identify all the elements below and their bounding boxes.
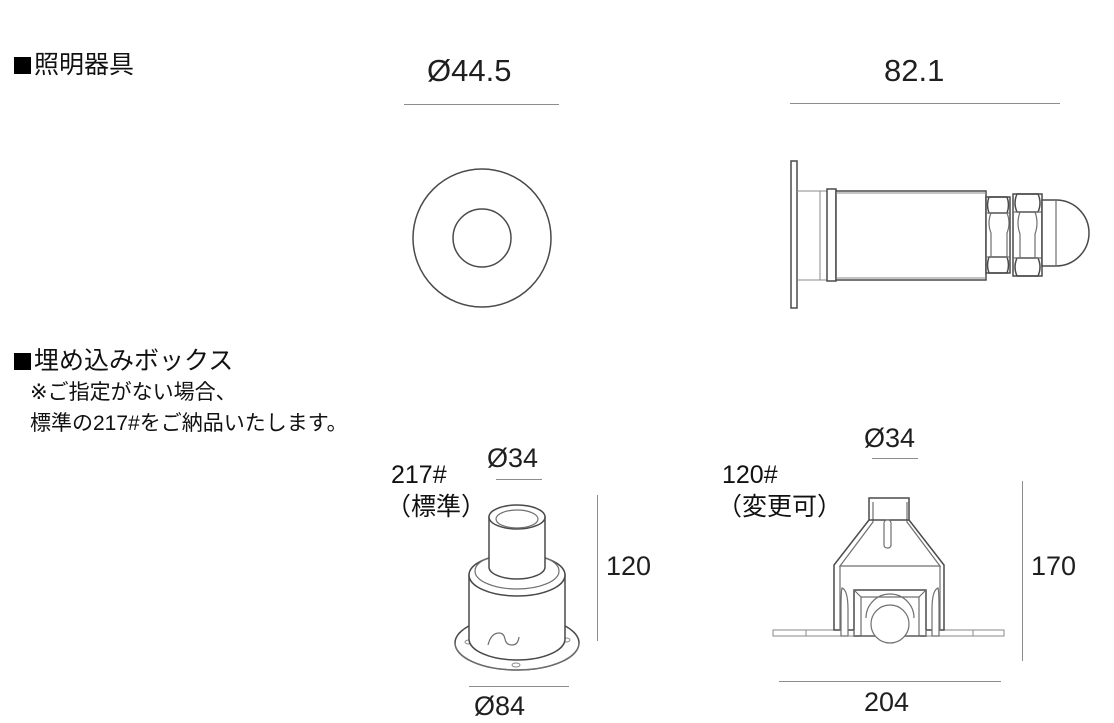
box-217-part-note: （標準）	[386, 493, 487, 521]
square-bullet-icon	[14, 57, 31, 74]
box-217-drawing	[440, 495, 600, 685]
fixture-front-drawing	[404, 158, 564, 318]
box-120-bottom-dimension-line	[779, 681, 1001, 682]
box-120-top-dimension-line	[872, 458, 918, 459]
box-217-height-dimension: 120	[606, 551, 652, 581]
box-120-height-dimension-line	[1022, 481, 1023, 661]
box-120-drawing	[770, 478, 1010, 668]
embedded-box-note-line-1: ※ご指定がない場合、	[30, 381, 237, 404]
fixture-side-top-dimension: 82.1	[884, 53, 945, 88]
box-217-bottom-dimension-line	[469, 686, 569, 687]
embedded-box-note-line-2: 標準の217#をご納品いたします。	[30, 412, 348, 435]
box-217-bottom-dimension: Ø84	[474, 691, 526, 721]
fixture-front-top-dimension-line	[404, 104, 559, 105]
square-bullet-icon-2	[14, 353, 31, 370]
box-217-top-dimension-line	[496, 479, 542, 480]
fixture-side-top-dimension-line	[790, 103, 1060, 104]
fixture-side-drawing	[780, 150, 1090, 315]
box-217-height-dimension-line	[597, 495, 598, 641]
box-120-part-number: 120#	[722, 461, 778, 489]
section-heading-fixture: 照明器具	[14, 53, 134, 78]
box-217-top-dimension: Ø34	[487, 443, 539, 473]
box-120-bottom-dimension: 204	[864, 687, 910, 717]
box-120-part-note: （変更可）	[717, 493, 843, 521]
box-120-height-dimension: 170	[1031, 551, 1077, 581]
box-120-top-dimension: Ø34	[864, 423, 916, 453]
section-heading-fixture-label: 照明器具	[34, 51, 135, 79]
box-217-part-number: 217#	[391, 461, 447, 489]
fixture-front-top-dimension: Ø44.5	[427, 53, 512, 88]
section-heading-embedded-box-label: 埋め込みボックス	[34, 347, 234, 375]
section-heading-embedded-box: 埋め込みボックス	[14, 349, 233, 374]
